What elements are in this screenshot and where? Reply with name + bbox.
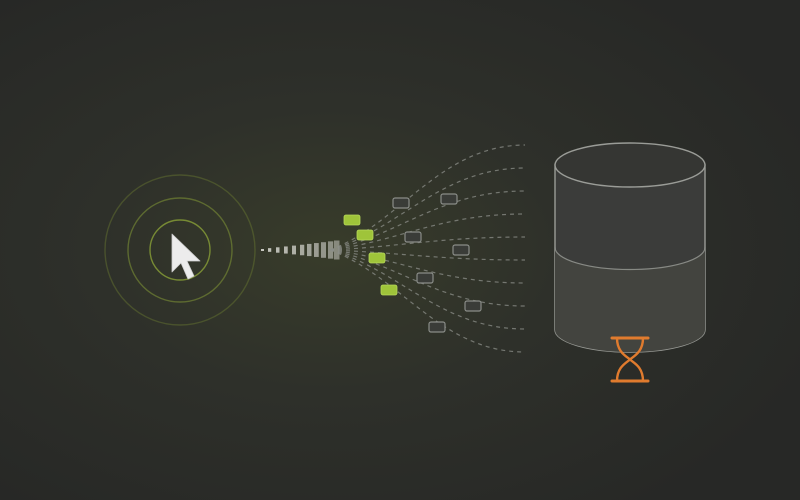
stream-line <box>329 190 526 251</box>
ripple-ring <box>127 197 233 303</box>
request-packet-pending <box>464 300 482 312</box>
stream-line <box>329 249 526 261</box>
beam-dash <box>268 248 272 252</box>
request-packet-active <box>356 229 374 241</box>
request-packet-active <box>380 284 398 296</box>
beam-dash <box>314 243 319 257</box>
stream-line <box>329 249 526 284</box>
hourglass-icon <box>610 336 650 383</box>
request-packet-active <box>368 252 386 264</box>
beam-dash <box>276 247 280 253</box>
request-packet-pending <box>428 321 446 333</box>
request-packet-pending <box>404 231 422 243</box>
cursor-arrow-icon <box>171 233 201 280</box>
stream-line <box>329 144 526 251</box>
stream-line <box>329 213 526 251</box>
database-top <box>554 142 706 188</box>
beam-dash <box>307 243 312 257</box>
request-packet-pending <box>416 272 434 284</box>
request-packet-pending <box>440 193 458 205</box>
beam-dash <box>334 240 340 260</box>
click-ripple-rings <box>104 174 256 326</box>
request-packet-pending <box>452 244 470 256</box>
ripple-ring <box>149 219 211 281</box>
database-level-line <box>554 247 706 271</box>
beam-dash <box>321 242 326 258</box>
request-packet-active <box>343 214 361 226</box>
beam-dash <box>261 249 264 251</box>
stream-line <box>329 249 526 330</box>
database-cylinder-icon <box>554 142 706 353</box>
hourglass-glass <box>615 336 645 383</box>
request-packets <box>343 193 482 333</box>
stream-line <box>329 167 526 251</box>
stream-line <box>329 249 526 353</box>
stream-line <box>329 236 526 251</box>
beam-dash <box>284 246 288 254</box>
request-streams <box>329 144 526 353</box>
beam-dash <box>300 244 305 256</box>
beam-dash <box>292 245 296 255</box>
database-fill <box>555 247 705 352</box>
cursor-arrow-shape <box>171 233 201 280</box>
ripple-ring <box>104 174 256 326</box>
signal-beam <box>261 240 340 260</box>
request-packet-pending <box>392 197 410 209</box>
